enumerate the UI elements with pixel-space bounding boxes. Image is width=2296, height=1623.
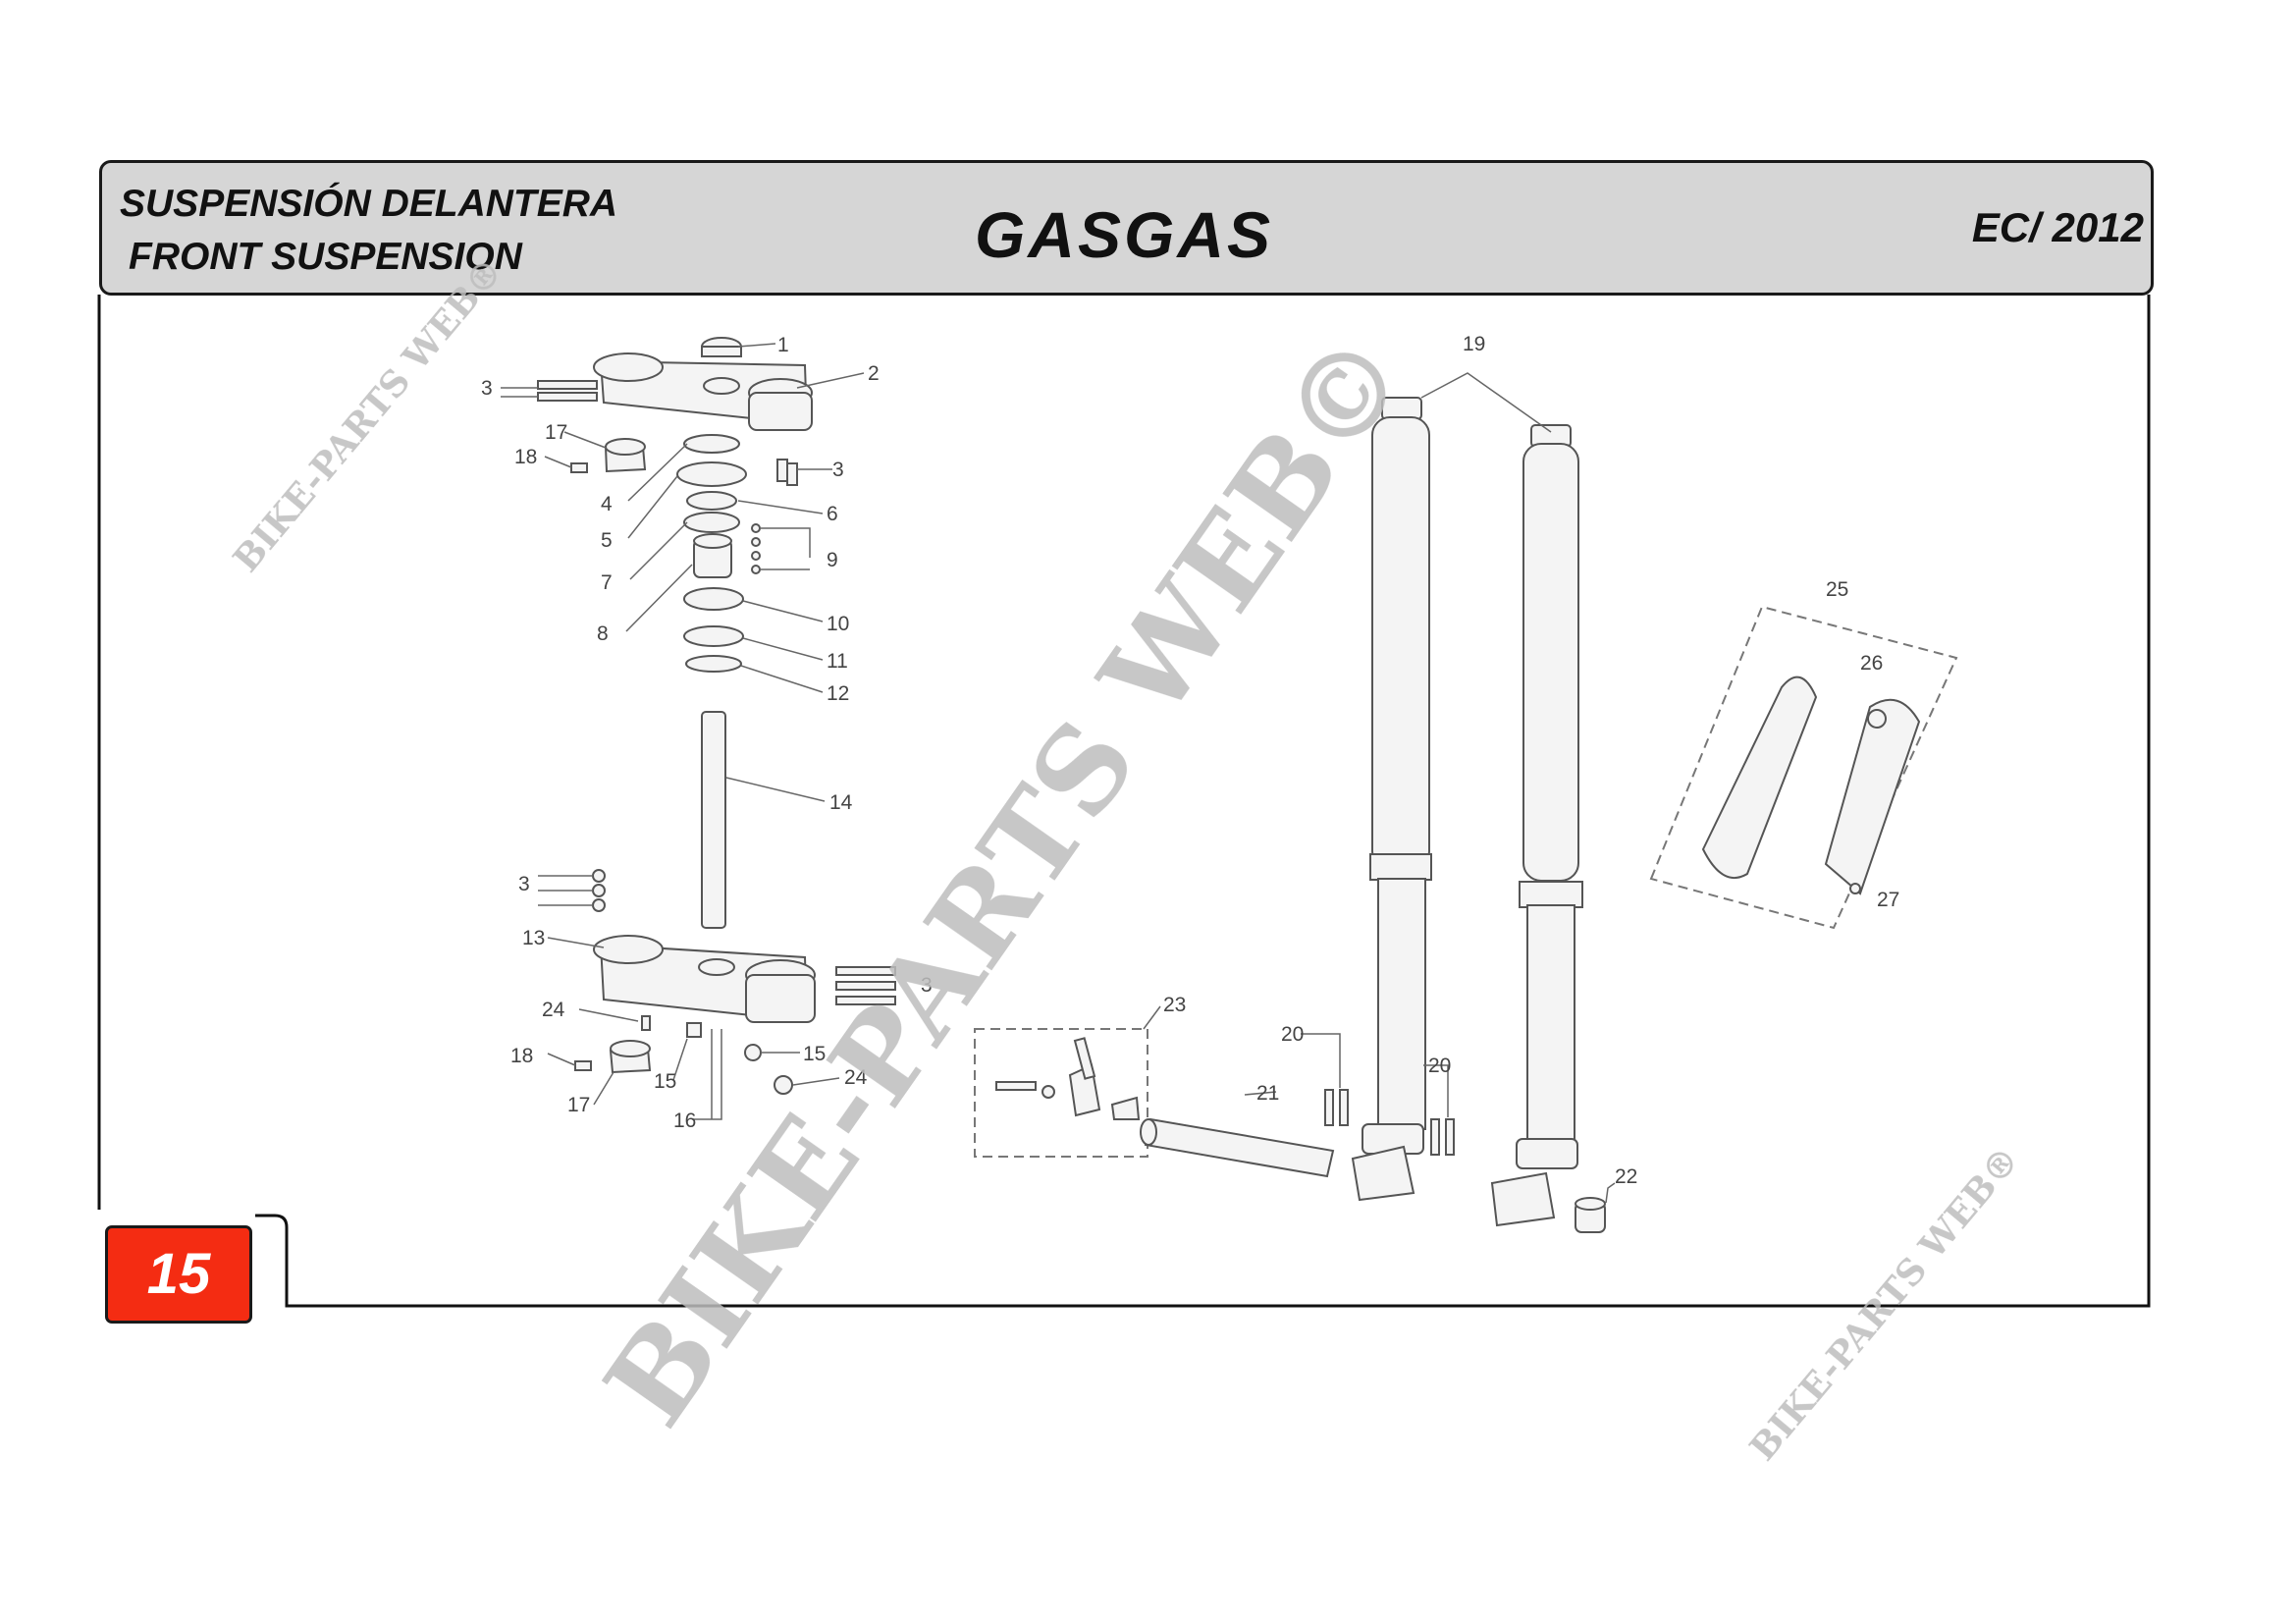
title-spanish: SUSPENSIÓN DELANTERA: [120, 183, 618, 225]
page-number-badge: 15: [105, 1225, 252, 1324]
title-english: FRONT SUSPENSION: [129, 236, 522, 278]
callout-18a: 18: [514, 446, 537, 468]
callout-15a: 15: [803, 1043, 826, 1065]
callout-27: 27: [1877, 889, 1899, 911]
callout-20a: 20: [1281, 1023, 1304, 1046]
callout-24b: 24: [844, 1066, 868, 1089]
callout-6: 6: [827, 503, 838, 525]
brand-logo-text: GASGAS: [975, 198, 1273, 271]
callout-19: 19: [1463, 333, 1485, 355]
callout-17b: 17: [567, 1094, 590, 1116]
watermark-small-left: BIKE-PARTS WEB®: [226, 250, 511, 580]
callout-12: 12: [827, 682, 849, 705]
callout-3c: 3: [518, 873, 530, 895]
callout-4: 4: [601, 493, 613, 515]
callout-3b: 3: [832, 459, 844, 481]
axle-holder-kit: [974, 1028, 1335, 1178]
callout-2: 2: [868, 362, 880, 385]
callout-5: 5: [601, 529, 613, 552]
callout-24a: 24: [542, 999, 565, 1021]
callout-14: 14: [829, 791, 853, 814]
callout-23: 23: [1163, 994, 1186, 1016]
callout-10: 10: [827, 613, 849, 635]
callout-26: 26: [1860, 652, 1883, 675]
model-year: EC/ 2012: [1971, 204, 2144, 250]
callout-17a: 17: [545, 421, 567, 444]
callout-8: 8: [597, 622, 609, 645]
steering-stem-assembly: [537, 337, 896, 1095]
callout-18b: 18: [510, 1045, 533, 1067]
callout-22: 22: [1615, 1165, 1637, 1188]
watermark-small-right: BIKE-PARTS WEB®: [1742, 1139, 2028, 1469]
callout-3d: 3: [921, 974, 933, 997]
callout-16: 16: [673, 1109, 696, 1132]
header-bar: [99, 160, 2154, 296]
fork-legs: [1324, 397, 1606, 1233]
callout-15b: 15: [654, 1070, 676, 1093]
callout-labels: 1 2 3 3 3 3 4 5 6 7 8 9 10 11 12 13 14 1…: [481, 333, 1899, 1188]
callout-20b: 20: [1428, 1055, 1451, 1077]
callout-7: 7: [601, 571, 613, 594]
callout-21: 21: [1256, 1082, 1279, 1105]
leader-lines: [501, 343, 1616, 1204]
fork-guard-kit: [1649, 605, 1958, 930]
watermarks: BIKE-PARTS WEB© BIKE-PARTS WEB® BIKE-PAR…: [226, 250, 2028, 1469]
callout-25: 25: [1826, 578, 1848, 601]
callout-9: 9: [827, 549, 838, 571]
callout-13: 13: [522, 927, 545, 949]
brand-logo: GASGAS: [975, 198, 1273, 271]
callout-11: 11: [827, 650, 848, 673]
callout-1: 1: [777, 334, 789, 356]
callout-3a: 3: [481, 377, 493, 400]
